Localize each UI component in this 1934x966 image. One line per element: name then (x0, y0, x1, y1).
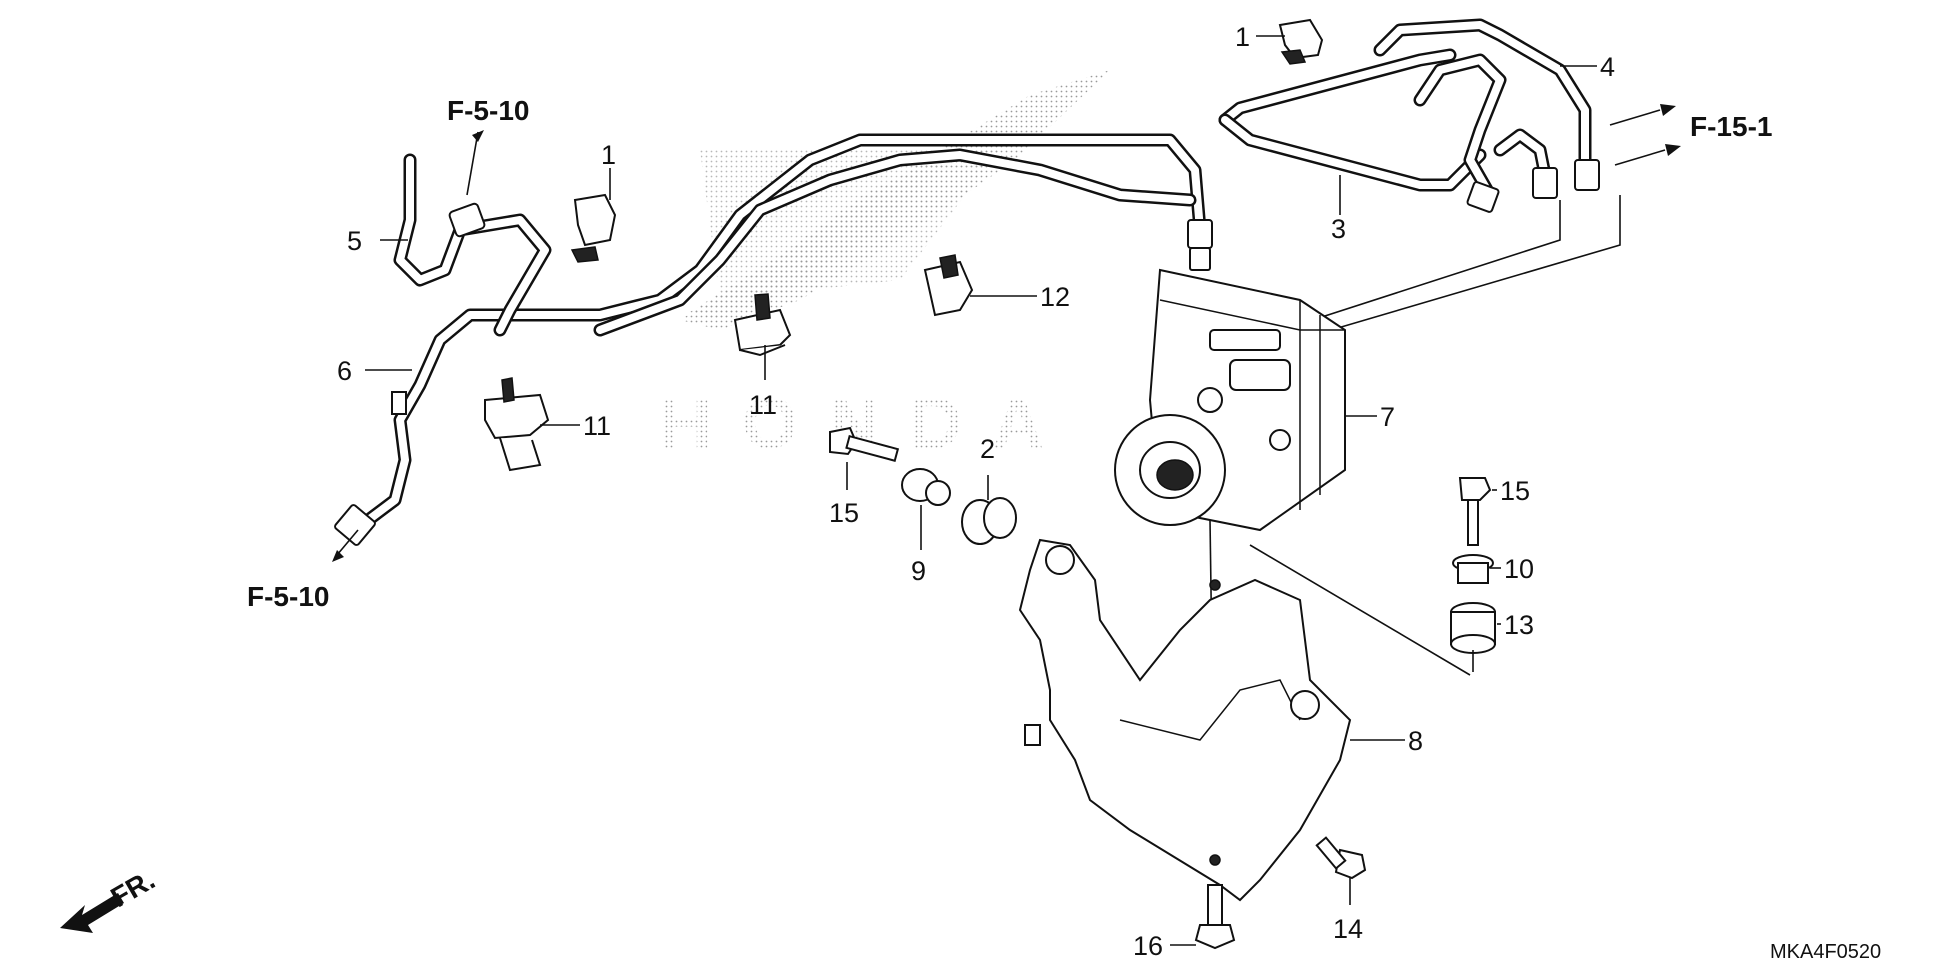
brake-pipe-6 (334, 133, 1213, 546)
callout-1-left: 1 (601, 140, 616, 170)
collar-10 (1452, 554, 1494, 584)
callout-7: 7 (1380, 402, 1395, 432)
callout-3: 3 (1331, 214, 1346, 244)
diagram-code: MKA4F0520 (1770, 941, 1881, 963)
callout-15-mid: 15 (829, 498, 859, 528)
callout-15-right: 15 (1500, 476, 1530, 506)
callout-9: 9 (911, 556, 926, 586)
callout-14: 14 (1333, 914, 1363, 944)
callout-11-left: 11 (583, 411, 611, 441)
bolt-15-mid (829, 426, 900, 462)
grommet-2 (961, 497, 1017, 545)
abs-modulator-7 (1114, 268, 1346, 532)
clip-bracket-11-mid (733, 293, 792, 357)
callout-1-top: 1 (1235, 22, 1250, 52)
callout-8: 8 (1408, 726, 1423, 756)
callout-leaders (332, 35, 1681, 946)
brake-pipe-4 (1373, 18, 1600, 213)
bolt-15-right (1458, 477, 1492, 546)
callout-11-mid: 11 (749, 390, 777, 420)
clip-bracket-12 (923, 254, 974, 317)
callout-5: 5 (347, 226, 362, 256)
honda-wing-watermark: HONDA (660, 70, 1110, 464)
ref-label-right: F-15-1 (1690, 111, 1772, 142)
callout-13: 13 (1504, 610, 1534, 640)
brake-pipe-5 (393, 153, 552, 337)
brake-pipe-3 (1218, 48, 1487, 192)
collar-9 (901, 468, 951, 506)
bolt-14 (1315, 836, 1367, 880)
abs-bracket-8 (1018, 538, 1352, 902)
callout-4: 4 (1600, 52, 1615, 82)
callout-6: 6 (337, 356, 352, 386)
ref-label-top-left: F-5-10 (447, 95, 529, 126)
callout-16: 16 (1133, 931, 1163, 961)
pipe-clip-1-left (570, 193, 617, 263)
rubber-13 (1450, 602, 1496, 654)
callout-10: 10 (1504, 554, 1534, 584)
clip-bracket-11-left (484, 377, 550, 472)
front-direction-arrow: FR. (60, 864, 160, 933)
bolt-16 (1194, 884, 1236, 950)
pipe-clip-1-top (1278, 18, 1324, 65)
callout-12: 12 (1040, 282, 1070, 312)
honda-watermark-text: HONDA (660, 384, 1074, 464)
callout-2: 2 (980, 434, 995, 464)
ref-label-bottom-left: F-5-10 (247, 581, 329, 612)
